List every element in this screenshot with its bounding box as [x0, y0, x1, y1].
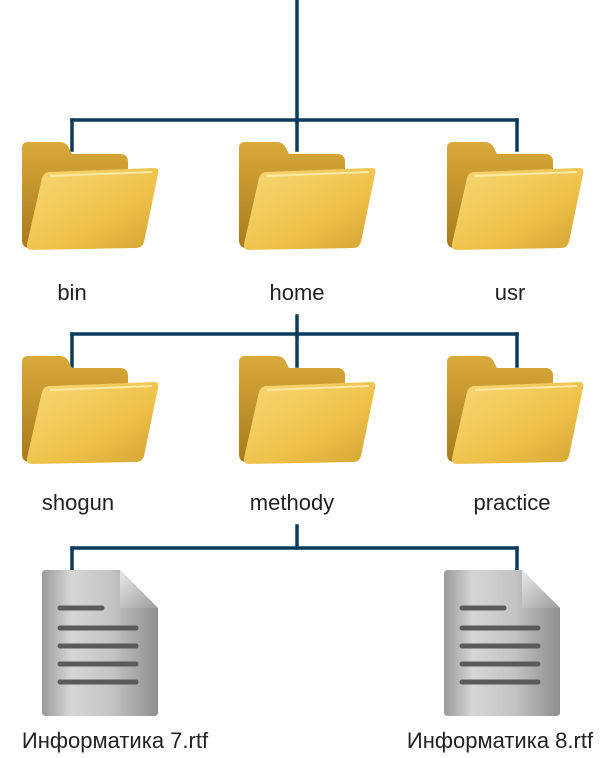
folder-icon [22, 356, 159, 464]
file-label-informatika-7: Информатика 7.rtf [21, 728, 209, 753]
folder-icon [239, 142, 376, 250]
folder-icon [239, 356, 376, 464]
folder-home[interactable] [233, 138, 379, 254]
folder-label-usr: usr [494, 280, 526, 305]
file-label-informatika-8: Информатика 8.rtf [406, 728, 594, 753]
folder-icon [447, 356, 584, 464]
folder-label-home: home [269, 280, 325, 305]
folder-icon [447, 142, 584, 250]
file-informatika-7[interactable] [38, 568, 162, 720]
folder-label-practice: practice [473, 490, 551, 515]
folder-usr[interactable] [441, 138, 587, 254]
folder-icon [22, 142, 159, 250]
folder-label-bin: bin [57, 280, 87, 305]
folder-label-shogun: shogun [41, 490, 115, 515]
folder-bin[interactable] [16, 138, 162, 254]
document-icon [42, 570, 158, 716]
folder-methody[interactable] [233, 352, 379, 468]
folder-label-methody: methody [249, 490, 335, 515]
file-informatika-8[interactable] [440, 568, 564, 720]
document-icon [444, 570, 560, 716]
folder-practice[interactable] [441, 352, 587, 468]
folder-shogun[interactable] [16, 352, 162, 468]
